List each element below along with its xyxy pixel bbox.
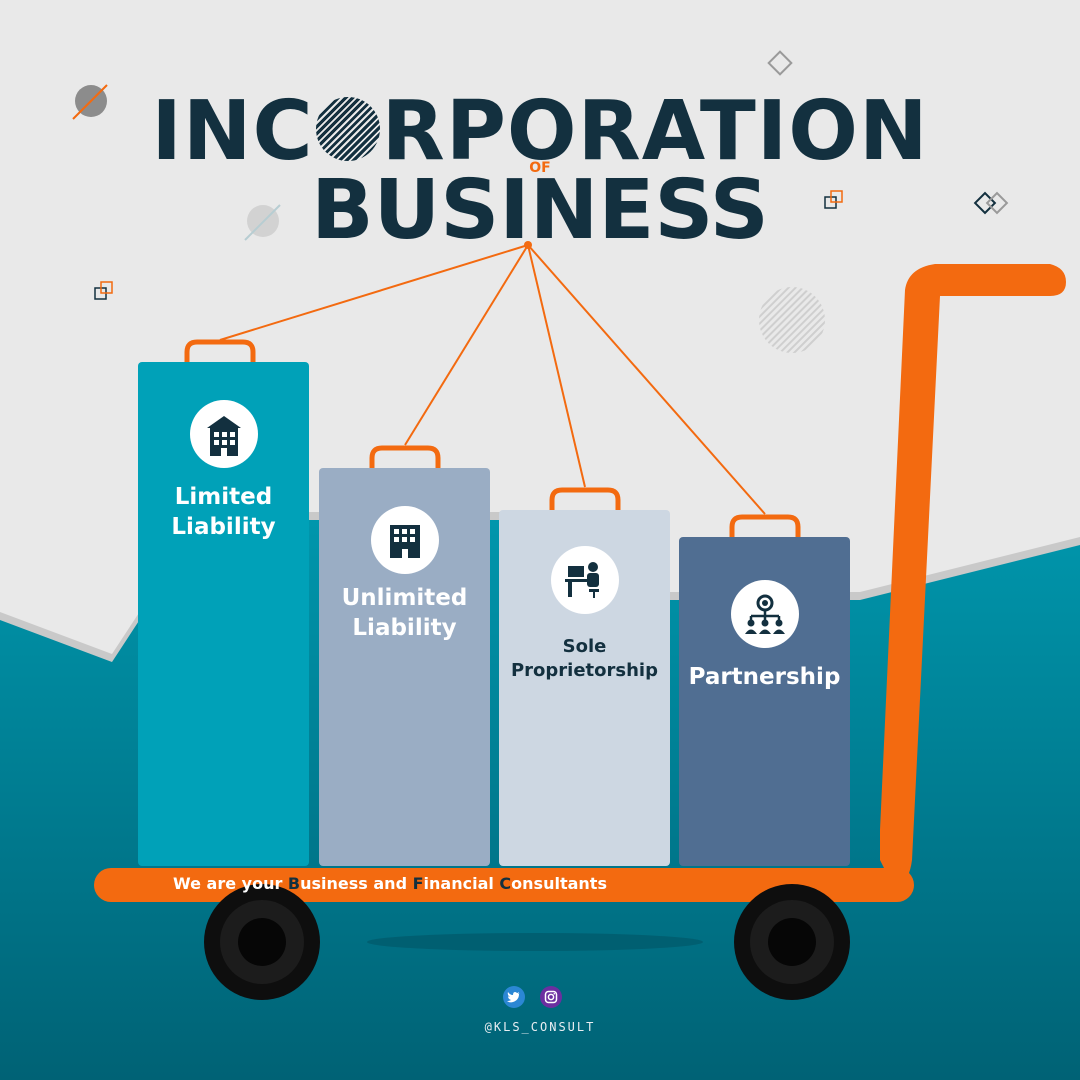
twitter-icon[interactable] xyxy=(503,986,525,1008)
cart-handle xyxy=(880,264,1066,898)
social-handle: @KLS_CONSULT xyxy=(484,1020,596,1034)
tagline-letter-f: F xyxy=(412,874,424,893)
tagline-part: inancial xyxy=(423,874,500,893)
bag-partnership: Partnership xyxy=(679,537,850,866)
tagline-part: usiness and xyxy=(300,874,413,893)
cart-base xyxy=(94,868,914,902)
headline-text-a: INC xyxy=(151,84,314,179)
bag-label-line-1: Unlimited xyxy=(341,585,468,611)
tagline: We are your Business and Financial Consu… xyxy=(100,874,680,893)
instagram-icon[interactable] xyxy=(540,986,562,1008)
office-building-icon xyxy=(370,506,439,574)
headline-text-b: RPORATION xyxy=(381,84,929,179)
tagline-letter-b: B xyxy=(287,874,301,893)
tagline-part: onsultants xyxy=(511,874,607,893)
headline-of: OF xyxy=(529,160,551,176)
hanging-strings xyxy=(219,244,766,515)
network-people-icon xyxy=(730,580,799,648)
cart-wheel-left xyxy=(204,884,320,1000)
bag-label-line-2: Liability xyxy=(352,615,457,641)
bag-label-line-2: Liability xyxy=(171,514,276,540)
headline-line-2: BUSINESS xyxy=(311,163,769,258)
tagline-letter-c: C xyxy=(499,874,512,893)
building-icon xyxy=(189,400,258,468)
hatched-o-icon xyxy=(315,97,380,161)
tagline-part: We are your xyxy=(173,874,288,893)
headline-line-1: INC RPORATION xyxy=(0,84,1080,179)
bag-label-line-1: Partnership xyxy=(688,664,841,690)
bag-label-line-2: Proprietorship xyxy=(510,660,658,681)
bag-label-line-1: Sole xyxy=(562,636,607,657)
bag-handles xyxy=(184,339,801,541)
cart-wheel-right xyxy=(734,884,850,1000)
bag-label-line-1: Limited xyxy=(174,484,273,510)
desk-worker-icon xyxy=(550,546,619,614)
